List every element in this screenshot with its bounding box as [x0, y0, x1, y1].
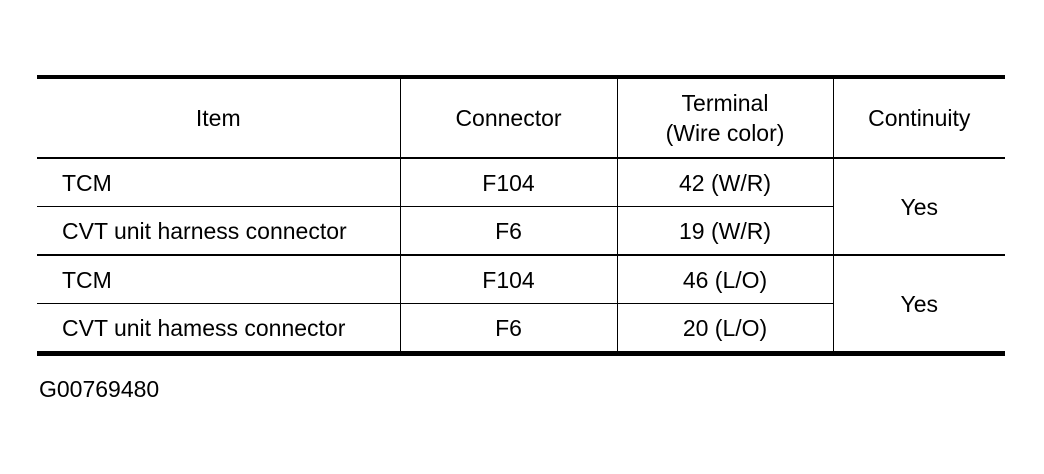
table-row: TCM F104 42 (W/R) Yes	[37, 157, 1005, 256]
continuity-table: Item Connector Terminal (Wire color) Con…	[37, 75, 1005, 356]
item-cell: TCM	[37, 254, 401, 304]
table-row: CVT unit harness connector F6 19 (W/R)	[37, 206, 1005, 256]
terminal-cell: 42 (W/R)	[616, 157, 834, 207]
table-row: CVT unit hamess connector F6 20 (L/O)	[37, 303, 1005, 354]
continuity-table-container: Item Connector Terminal (Wire color) Con…	[37, 75, 1005, 356]
header-item: Item	[37, 76, 401, 159]
item-cell: TCM	[37, 157, 401, 207]
table-header-row: Item Connector Terminal (Wire color) Con…	[37, 76, 1005, 159]
header-connector: Connector	[399, 76, 618, 159]
terminal-cell: 20 (L/O)	[616, 303, 833, 354]
terminal-cell: 46 (L/O)	[616, 254, 834, 304]
terminal-cell: 19 (W/R)	[616, 206, 833, 256]
header-terminal: Terminal (Wire color)	[616, 76, 834, 159]
header-continuity: Continuity	[832, 76, 1005, 159]
item-cell: CVT unit hamess connector	[37, 303, 401, 354]
table-row: TCM F104 46 (L/O) Yes	[37, 254, 1005, 354]
connector-cell: F104	[399, 254, 618, 304]
figure-id: G00769480	[39, 376, 160, 402]
header-terminal-line2: (Wire color)	[665, 120, 785, 146]
item-cell: CVT unit harness connector	[37, 206, 401, 256]
continuity-cell: Yes	[832, 157, 1005, 256]
connector-cell: F104	[399, 157, 618, 207]
connector-cell: F6	[399, 303, 618, 354]
connector-cell: F6	[399, 206, 618, 256]
header-terminal-line1: Terminal	[681, 90, 769, 116]
continuity-cell: Yes	[832, 254, 1005, 354]
